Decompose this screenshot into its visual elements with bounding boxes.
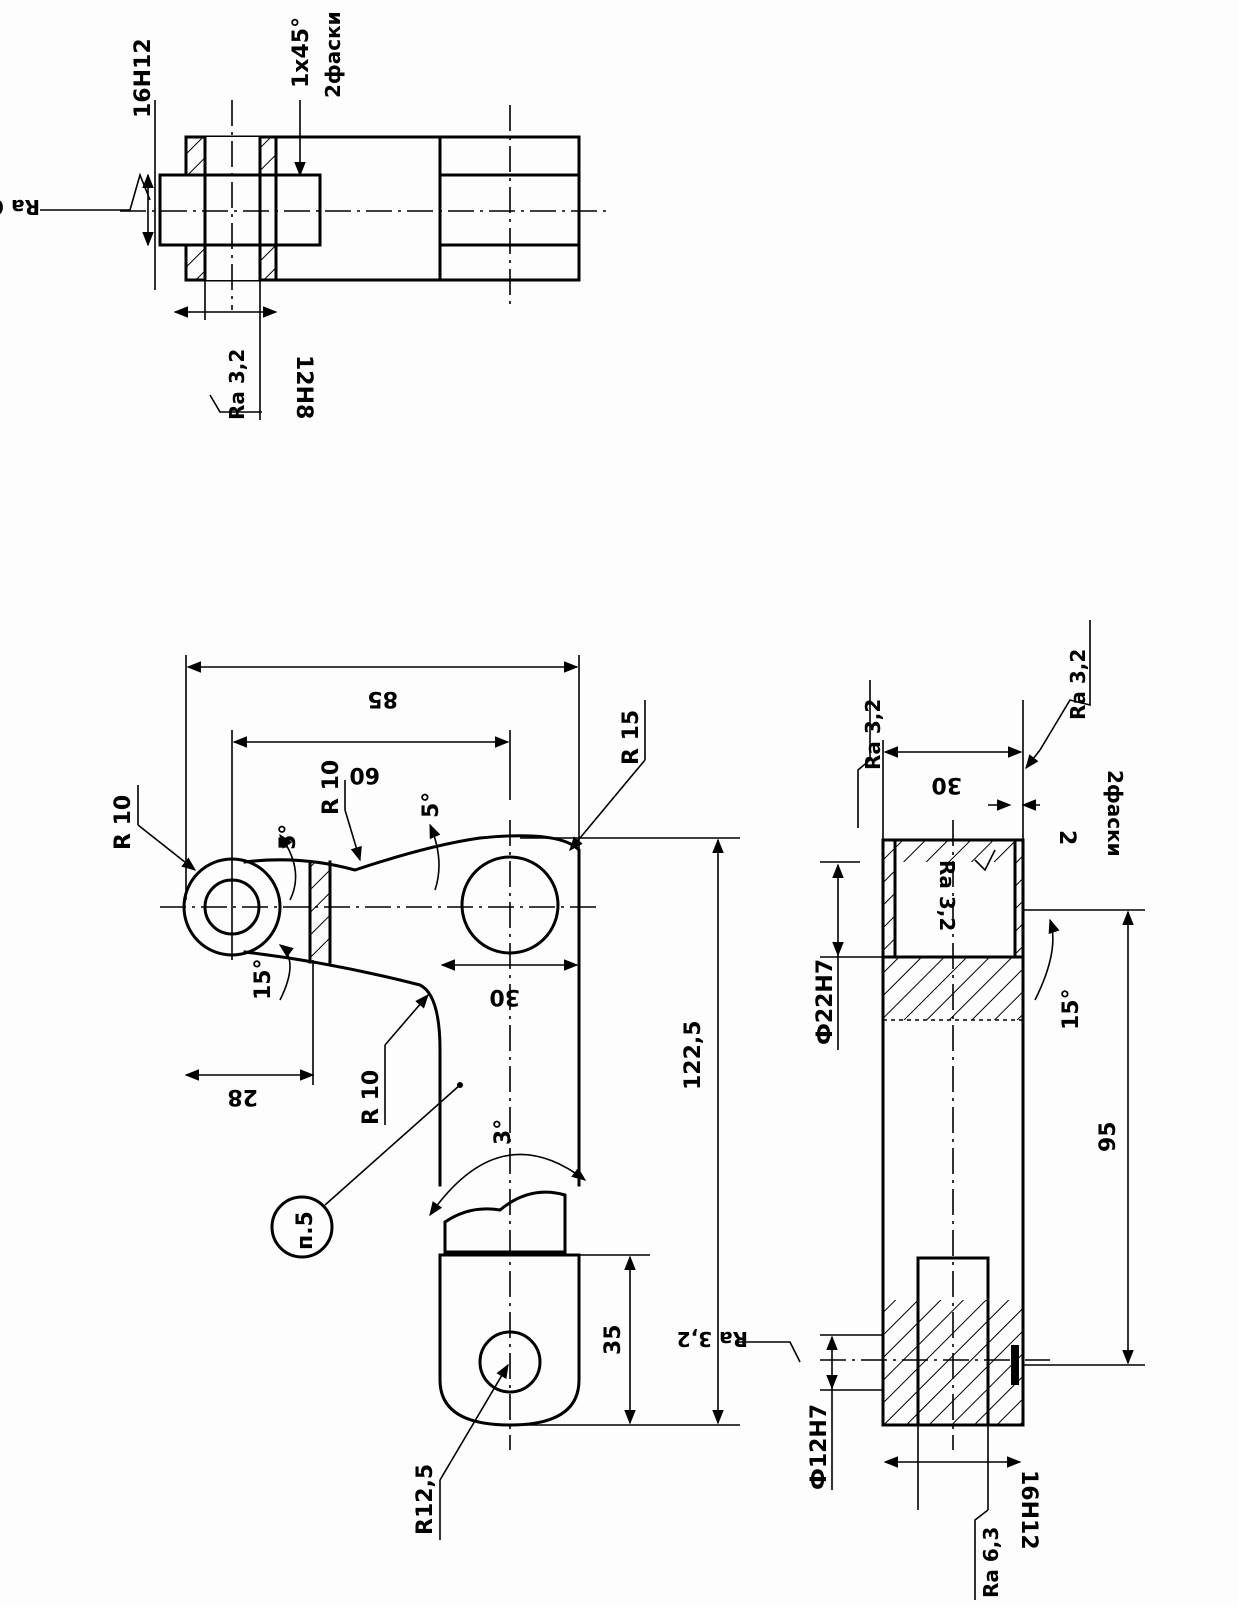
label-16h12-top: 16H12	[131, 38, 156, 118]
label-12h8: 12Н8	[291, 355, 316, 419]
side-view: 30 Ra 3,2 Ra 3,2 2 2фаски Ra 3,2 Ф22Н7 1…	[677, 620, 1145, 1600]
label-ra32-top: Ra 3,2	[225, 349, 249, 420]
label-r12-5: R12,5	[413, 1464, 438, 1535]
label-ra63-bottom: Ra 6,3	[979, 1527, 1003, 1598]
end-hole	[478, 1330, 542, 1394]
label-5deg-right: 5°	[419, 792, 444, 818]
arm-section-hatch	[443, 1190, 567, 1254]
label-85: 85	[367, 686, 398, 711]
main-view: 85 60 5° 5° 15° 3°	[111, 655, 1060, 1540]
label-r10-upper: R 10	[319, 760, 344, 815]
label-r10-lower: R 10	[359, 1070, 384, 1125]
label-chamfer-size-side: 2	[1054, 830, 1079, 845]
label-r15: R 15	[619, 710, 644, 765]
link-lower-profile	[243, 950, 442, 1187]
position-callout-bubble	[270, 1195, 334, 1259]
label-15deg-main: 15°	[251, 958, 276, 1000]
label-chamfer-top: 1x45°	[289, 17, 314, 88]
label-30-main: 30	[489, 984, 520, 1009]
web-section-hatch	[310, 862, 330, 962]
roughness-symbol-top	[40, 172, 151, 211]
label-35: 35	[601, 1324, 626, 1355]
label-ra32-side-bore: Ra 3,2	[935, 860, 959, 931]
position-callout-leader	[324, 1084, 461, 1206]
label-3deg: 3°	[491, 1119, 516, 1145]
top-view-pin	[158, 173, 322, 247]
label-r10-boss: R 10	[111, 795, 136, 850]
label-chamfer-count-side: 2фаски	[1103, 770, 1127, 857]
label-position: п.5	[293, 1211, 318, 1250]
label-16h12-bottom: 16H12	[1016, 1470, 1041, 1550]
label-15deg-side: 15°	[1059, 988, 1084, 1030]
label-30-side: 30	[931, 772, 962, 797]
roughness-symbol-top-bore	[209, 394, 262, 413]
top-view: 16H12 Ra 6,3 1x45° 2фаски 12Н8 Ra 3,2	[0, 11, 610, 420]
label-122-5: 122,5	[681, 1020, 706, 1090]
label-ra32-side-top: Ra 3,2	[861, 699, 885, 770]
label-ra32-side-right: Ra 3,2	[1066, 649, 1090, 720]
label-chamfer-count-top: 2фаски	[321, 11, 345, 98]
label-f22h7: Ф22Н7	[813, 959, 838, 1045]
arm-end-outline	[438, 1253, 581, 1427]
label-ra32-side-small: Ra 3,2	[677, 1327, 748, 1351]
label-f12h7: Ф12Н7	[807, 1404, 832, 1490]
label-95: 95	[1096, 1121, 1121, 1152]
label-5deg-left: 5°	[276, 824, 301, 850]
label-60: 60	[349, 762, 380, 787]
side-view-pin-end	[916, 1256, 990, 1427]
label-28: 28	[227, 1084, 258, 1109]
label-ra63-top: Ra 6,3	[0, 195, 40, 219]
